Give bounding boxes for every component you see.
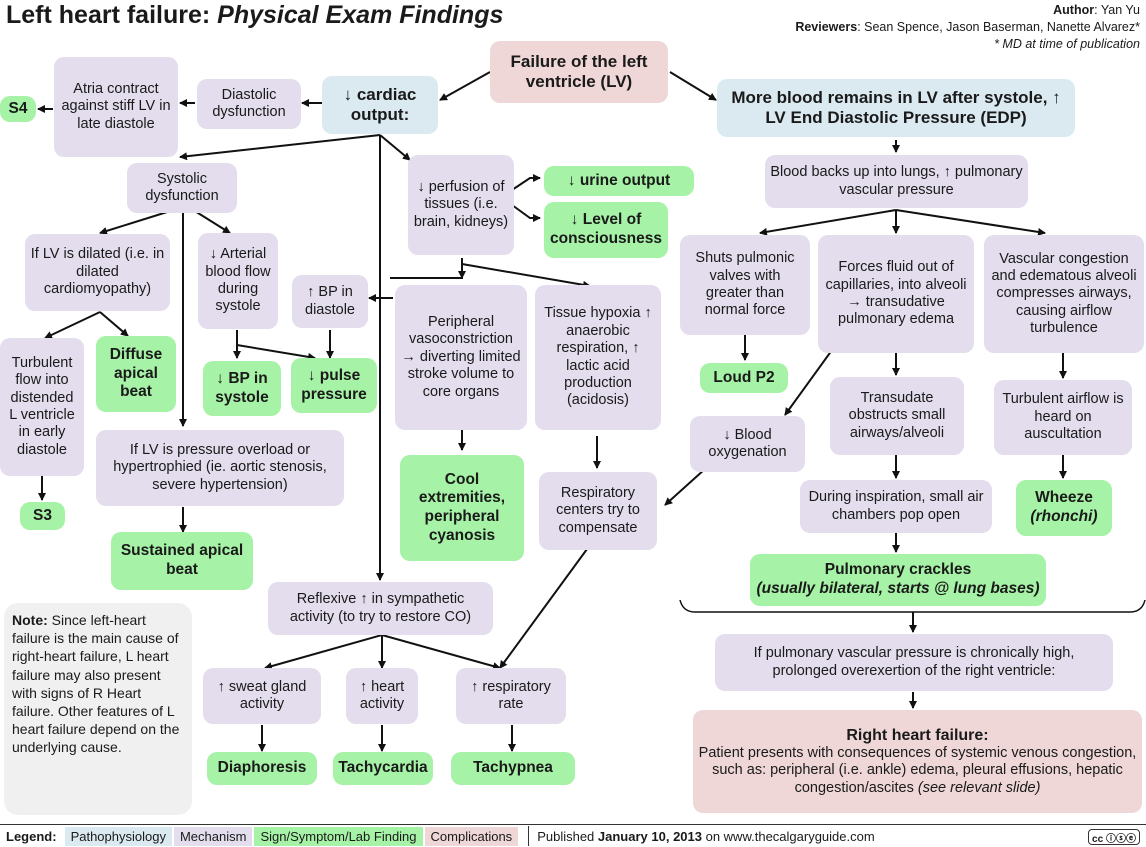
pulse-pressure: ↓ pulse pressure	[291, 358, 377, 413]
blood-backs-up: Blood backs up into lungs, ↑ pulmonary v…	[765, 155, 1028, 208]
vascular-congestion: Vascular congestion and edematous alveol…	[984, 235, 1144, 353]
tachycardia: Tachycardia	[333, 752, 433, 785]
diastolic-dysfunction: Diastolic dysfunction	[197, 79, 301, 129]
wheeze-sub: (rhonchi)	[1030, 508, 1098, 525]
rhf-body: Patient presents with consequences of sy…	[698, 745, 1137, 796]
loud-p2: Loud P2	[700, 363, 788, 393]
legend-mechanism: Mechanism	[173, 826, 253, 846]
diaphoresis: Diaphoresis	[207, 752, 317, 785]
bp-systole: ↓ BP in systole	[203, 361, 281, 416]
respiratory-centers: Respiratory centers try to compensate	[539, 472, 657, 550]
sweat-gland: ↑ sweat gland activity	[203, 668, 321, 724]
vasoconstriction: Peripheral vasoconstriction → diverting …	[395, 285, 527, 430]
wheeze: Wheeze (rhonchi)	[1016, 480, 1112, 536]
legend: Legend: Pathophysiology Mechanism Sign/S…	[0, 824, 1146, 847]
cool-extremities: Cool extremities, peripheral cyanosis	[400, 455, 524, 561]
title-sub: Physical Exam Findings	[217, 1, 504, 29]
forces-fluid: Forces fluid out of capillaries, into al…	[818, 235, 974, 353]
diffuse-apical-beat: Diffuse apical beat	[96, 336, 176, 412]
rhf-see: (see relevant slide)	[917, 779, 1041, 796]
s3: S3	[20, 502, 65, 530]
note-label: Note:	[12, 612, 48, 628]
level-consciousness: ↓ Level of consciousness	[544, 202, 668, 258]
blood-oxygenation: ↓ Blood oxygenation	[690, 416, 805, 472]
credits: Author: Yan Yu Reviewers: Sean Spence, J…	[795, 2, 1140, 53]
heart-activity: ↑ heart activity	[346, 668, 418, 724]
atria-contract: Atria contract against stiff LV in late …	[54, 57, 178, 157]
turbulent-airflow: Turbulent airflow is heard on auscultati…	[994, 380, 1132, 455]
failure-lv: Failure of the left ventricle (LV)	[490, 41, 668, 103]
arterial-blood-flow: ↓ Arterial blood flow during systole	[198, 233, 278, 329]
reviewers-names: : Sean Spence, Jason Baserman, Nanette A…	[857, 19, 1140, 34]
s4: S4	[0, 96, 36, 122]
rhf-title: Right heart failure:	[846, 726, 989, 744]
transudate-obstructs: Transudate obstructs small airways/alveo…	[830, 377, 964, 455]
inspiration-chambers: During inspiration, small air chambers p…	[800, 480, 992, 533]
author-name: : Yan Yu	[1094, 3, 1140, 17]
crackles-label: Pulmonary crackles	[824, 561, 972, 579]
credits-note: * MD at time of publication	[994, 36, 1140, 51]
shuts-pulmonic: Shuts pulmonic valves with greater than …	[680, 235, 810, 335]
bp-diastole: ↑ BP in diastole	[292, 275, 368, 328]
systolic-dysfunction: Systolic dysfunction	[127, 163, 237, 213]
published-prefix: Published	[537, 828, 598, 844]
legend-sign: Sign/Symptom/Lab Finding	[254, 826, 423, 846]
tachypnea: Tachypnea	[451, 752, 575, 785]
wheeze-label: Wheeze	[1035, 489, 1093, 507]
chronic-pressure: If pulmonary vascular pressure is chroni…	[715, 634, 1113, 691]
published-date: January 10, 2013	[597, 828, 702, 844]
pulmonary-crackles: Pulmonary crackles (usually bilateral, s…	[750, 554, 1046, 606]
legend-complications: Complications	[424, 826, 519, 846]
published-suffix: on www.thecalgaryguide.com	[701, 828, 875, 844]
title-main: Left heart failure:	[6, 1, 211, 29]
note-text: Since left-heart failure is the main cau…	[12, 612, 180, 756]
perfusion-tissues: ↓ perfusion of tissues (i.e. brain, kidn…	[408, 155, 514, 255]
more-blood-lv: More blood remains in LV after systole, …	[717, 79, 1075, 137]
urine-output: ↓ urine output	[544, 166, 694, 196]
reviewers-label: Reviewers	[795, 19, 858, 34]
tissue-hypoxia: Tissue hypoxia ↑ anaerobic respiration, …	[535, 285, 661, 430]
legend-label: Legend:	[6, 828, 57, 844]
license-badge: cc ⓘⓢⓔ	[1088, 829, 1140, 845]
page-title: Left heart failure: Physical Exam Findin…	[6, 1, 503, 30]
author-label: Author	[1053, 3, 1095, 17]
cardiac-output: ↓ cardiac output:	[322, 76, 438, 134]
published-info: Published January 10, 2013 on www.thecal…	[537, 829, 875, 844]
respiratory-rate: ↑ respiratory rate	[456, 668, 566, 724]
pressure-overload: If LV is pressure overload or hypertroph…	[96, 430, 344, 506]
turbulent-flow: Turbulent flow into distended L ventricl…	[0, 338, 84, 476]
right-heart-failure: Right heart failure: Patient presents wi…	[693, 710, 1142, 813]
lv-dilated: If LV is dilated (i.e. in dilated cardio…	[25, 234, 170, 311]
legend-pathophysiology: Pathophysiology	[64, 826, 172, 846]
sympathetic-activity: Reflexive ↑ in sympathetic activity (to …	[268, 582, 493, 635]
legend-separator	[528, 826, 530, 846]
sustained-apical-beat: Sustained apical beat	[111, 532, 253, 590]
note-box: Note: Since left-heart failure is the ma…	[4, 603, 192, 815]
crackles-sub: (usually bilateral, starts @ lung bases)	[756, 580, 1040, 597]
